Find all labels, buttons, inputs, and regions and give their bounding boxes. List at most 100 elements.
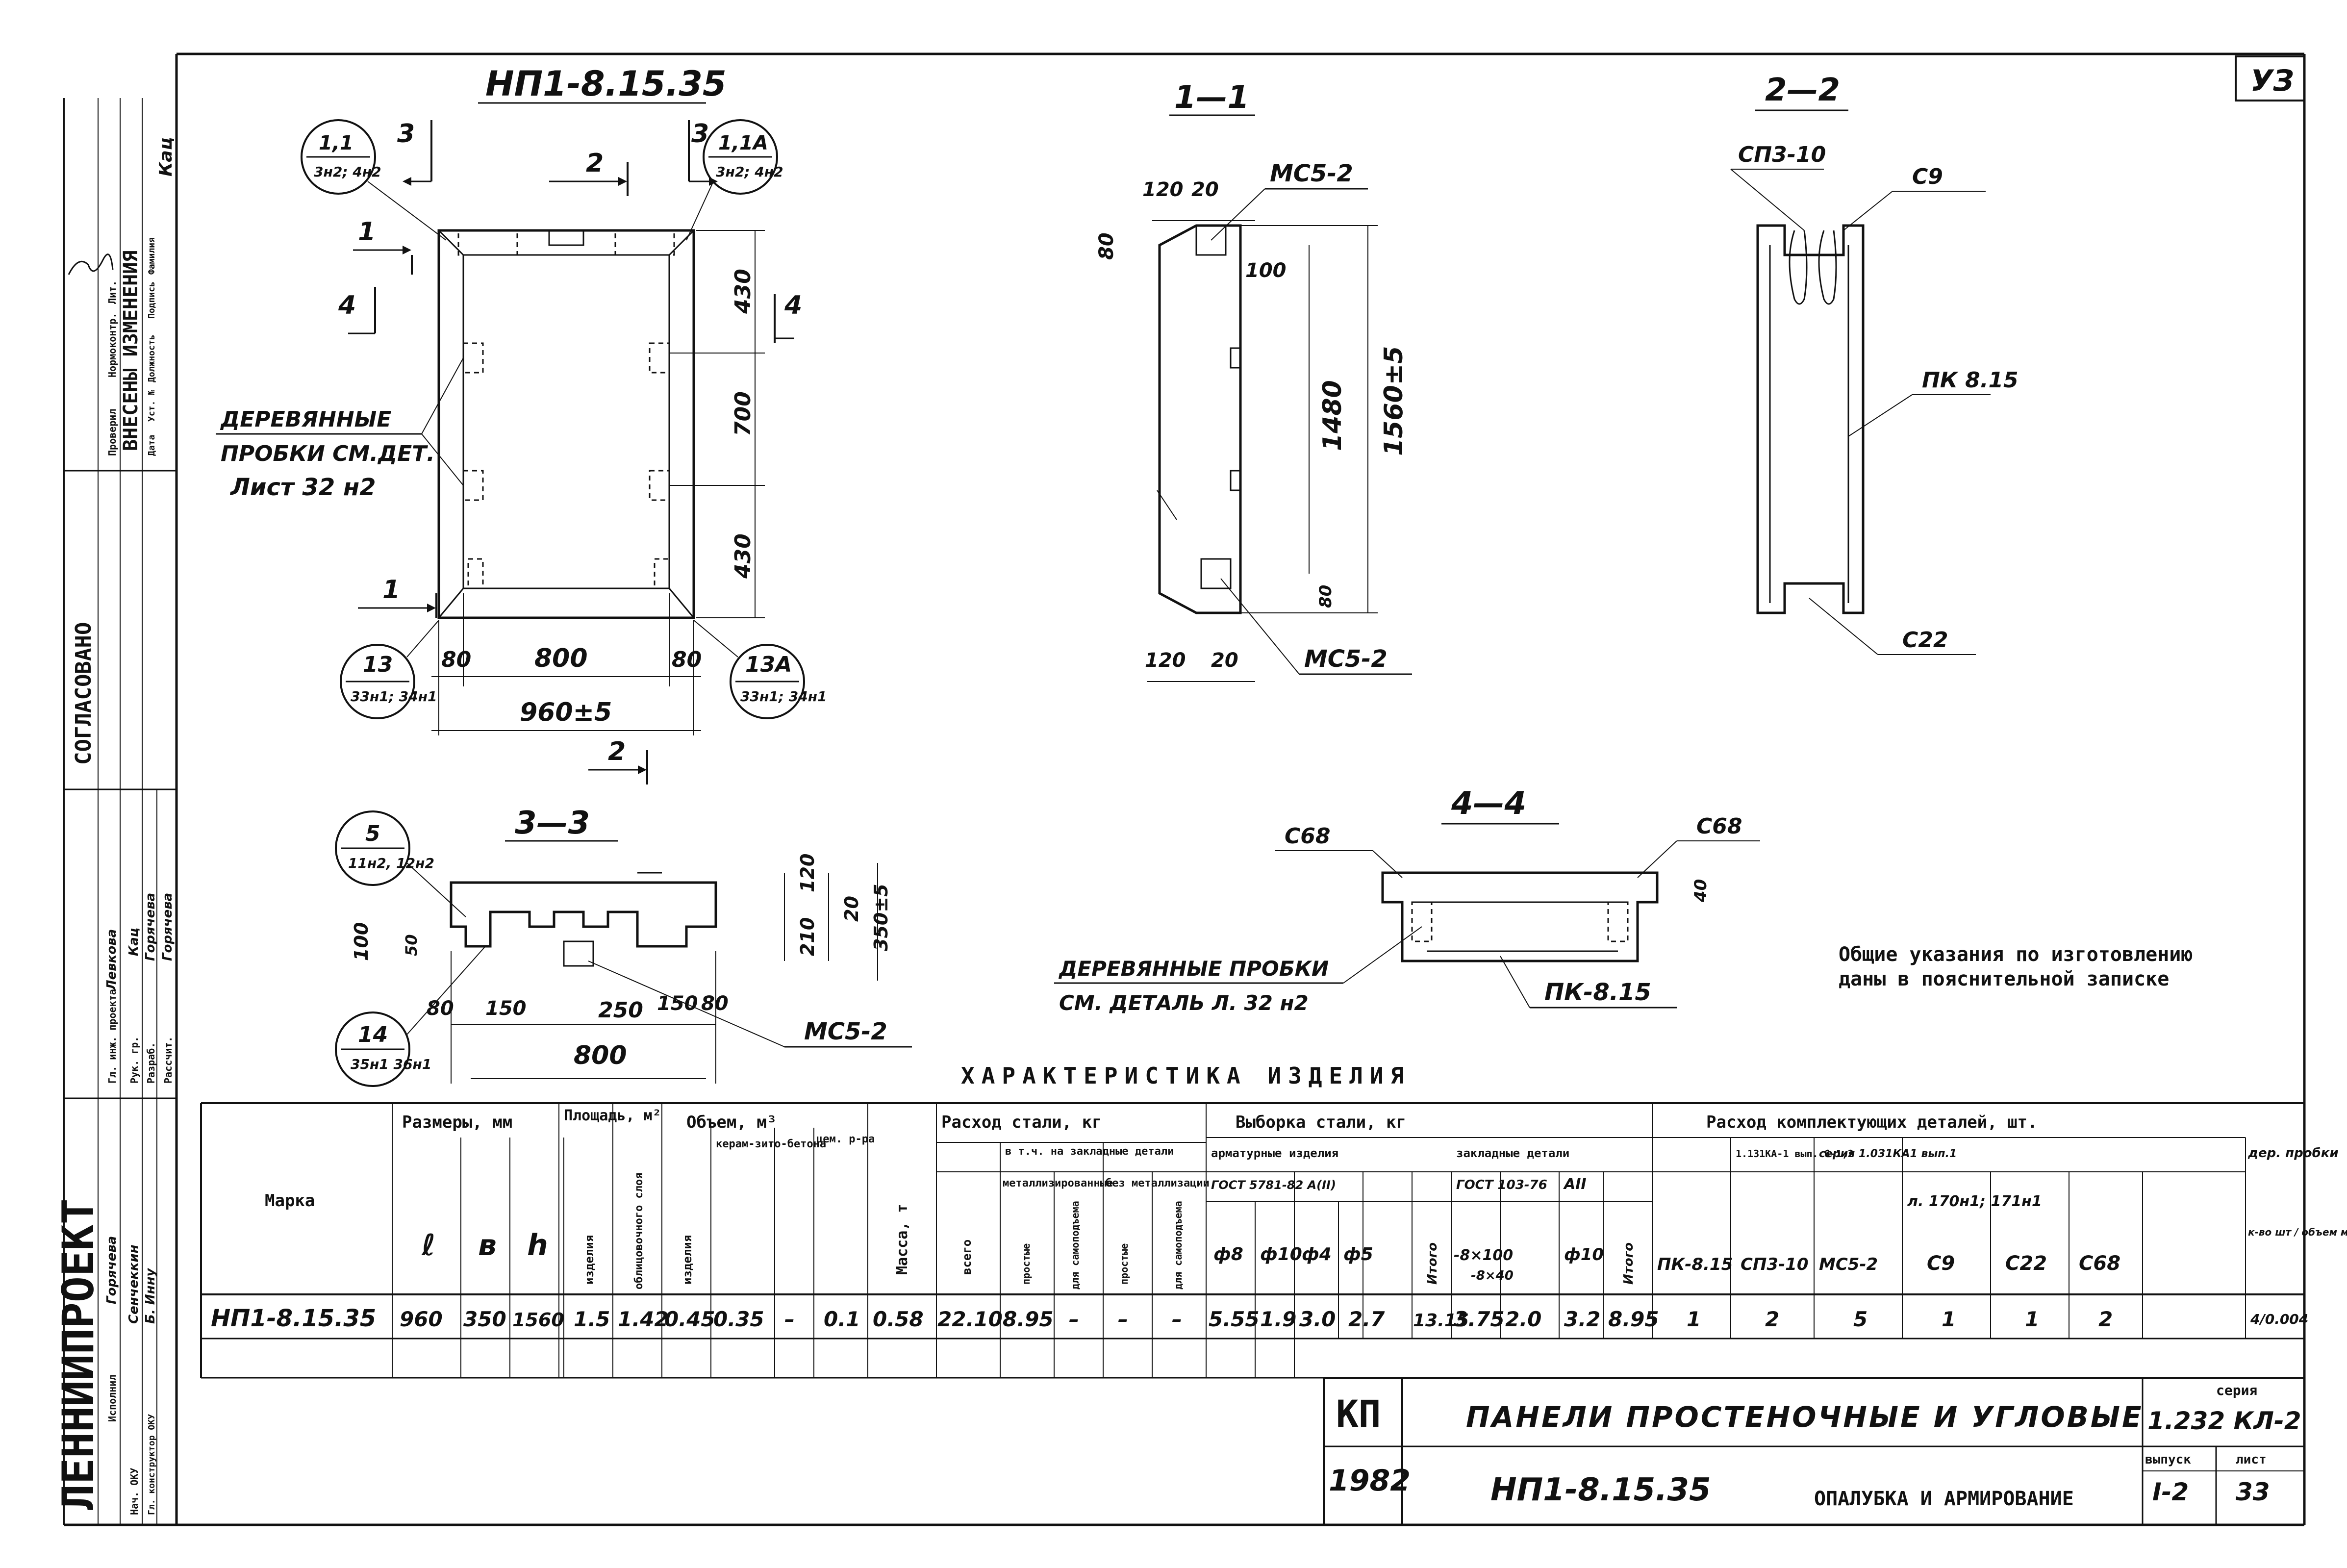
svg-text:арматурные изделия: арматурные изделия <box>1211 1146 1338 1160</box>
svg-text:ф8: ф8 <box>1213 1244 1243 1265</box>
svg-text:40: 40 <box>1691 879 1711 903</box>
svg-text:0.58: 0.58 <box>873 1307 924 1331</box>
wood-plugs-note: ДЕРЕВЯННЫЕ ПРОБКИ СМ.ДЕТ. Лист 32 н2 <box>216 357 464 501</box>
name-5: Сенчеккин <box>126 1244 141 1324</box>
issue: I-2 <box>2152 1478 2189 1506</box>
section-2-2: 2—2 СП3-10 С9 ПК 8.15 С22 <box>1730 72 2019 655</box>
role-0: Гл. инж. проекта <box>106 989 118 1084</box>
rev-label-0: Проверил <box>106 409 118 456</box>
svg-text:1.42: 1.42 <box>618 1307 669 1331</box>
svg-text:Расход стали, кг: Расход стали, кг <box>941 1113 1102 1132</box>
svg-text:1: 1 <box>382 575 400 605</box>
svg-text:1.9: 1.9 <box>1260 1307 1296 1331</box>
title-block: КП 1982 ПАНЕЛИ ПРОСТЕНОЧНЫЕ И УГЛОВЫЕ НП… <box>1323 1377 2304 1525</box>
svg-text:800: 800 <box>534 644 588 673</box>
svg-text:80: 80 <box>441 647 471 672</box>
sheet-label: лист <box>2236 1452 2267 1467</box>
svg-text:800: 800 <box>574 1041 627 1070</box>
svg-text:к-во шт / объем м³: к-во шт / объем м³ <box>2248 1226 2347 1238</box>
svg-text:в т.ч. на закладные детали: в т.ч. на закладные детали <box>1005 1145 1174 1158</box>
svg-text:ф10: ф10 <box>1260 1244 1302 1265</box>
svg-text:керам-зито-бетона: керам-зито-бетона <box>716 1138 826 1150</box>
svg-text:ГОСТ 5781-82 А(II): ГОСТ 5781-82 А(II) <box>1211 1178 1336 1192</box>
svg-text:изделия: изделия <box>681 1235 694 1285</box>
svg-text:3н2; 4н2: 3н2; 4н2 <box>716 164 783 180</box>
svg-text:Объем, м³: Объем, м³ <box>686 1113 777 1132</box>
svg-text:С68: С68 <box>1285 824 1331 849</box>
svg-text:3.0: 3.0 <box>1299 1307 1336 1331</box>
svg-text:МС5-2: МС5-2 <box>1304 645 1388 673</box>
section-markers: 3 3 2 1 4 4 1 2 <box>338 119 802 784</box>
main-view: НП1-8.15.35 430 700 430 <box>216 64 827 784</box>
svg-text:облицовочного слоя: облицовочного слоя <box>633 1173 645 1290</box>
svg-text:Итого: Итого <box>1621 1242 1636 1285</box>
rev-label-1: Нормоконтр. <box>106 313 118 378</box>
svg-text:закладные детали: закладные детали <box>1456 1146 1569 1160</box>
svg-text:33н1; 34н1: 33н1; 34н1 <box>740 688 827 705</box>
name-0: Левкова <box>104 929 119 991</box>
svg-text:2.7: 2.7 <box>1348 1307 1385 1331</box>
svg-text:С22: С22 <box>2005 1252 2047 1275</box>
svg-text:0.1: 0.1 <box>824 1307 860 1331</box>
svg-text:960: 960 <box>400 1307 443 1331</box>
rev-label-7: Фамилия <box>147 237 157 275</box>
panel-opening <box>462 254 670 589</box>
section-3-3: 3—3 80 150 250 150 80 800 100 50 120 210… <box>335 805 912 1087</box>
role-3: Рассчит. <box>162 1037 174 1084</box>
svg-text:80: 80 <box>1316 585 1336 608</box>
svg-text:для самоподъема: для самоподъема <box>1069 1201 1081 1290</box>
svg-text:150: 150 <box>657 992 698 1015</box>
svg-text:3.75: 3.75 <box>1454 1307 1505 1331</box>
svg-text:5: 5 <box>1853 1307 1868 1331</box>
svg-text:серия 1.031КА1 вып.1: серия 1.031КА1 вып.1 <box>1819 1148 1957 1160</box>
svg-text:700: 700 <box>731 391 756 436</box>
rev-label-2: Лит. <box>106 280 118 304</box>
svg-text:150: 150 <box>485 997 527 1020</box>
svg-text:33н1; 34н1: 33н1; 34н1 <box>351 688 437 705</box>
svg-text:1: 1 <box>1942 1307 1956 1331</box>
svg-text:–: – <box>784 1307 795 1331</box>
sheet-number: 33 <box>2236 1478 2270 1506</box>
side-stamp: ЛЕННИИПРОЕКТ СОГЛАСОВАНО ВНЕСЕНЫ ИЗМЕНЕН… <box>53 98 177 1525</box>
svg-text:С68: С68 <box>1696 814 1742 839</box>
svg-text:20: 20 <box>841 896 862 922</box>
svg-text:–: – <box>1172 1307 1182 1331</box>
series: 1.232 КЛ-2 <box>2147 1407 2301 1435</box>
rev-label-6: Подпись <box>147 281 157 319</box>
svg-text:в: в <box>478 1228 497 1263</box>
svg-text:3: 3 <box>397 119 415 149</box>
rev-label-5: Должность <box>147 334 157 382</box>
svg-text:металлизированные: металлизированные <box>1003 1177 1113 1189</box>
svg-text:СП3-10: СП3-10 <box>1738 142 1826 167</box>
svg-text:МС5-2: МС5-2 <box>1270 160 1353 187</box>
role-2: Разраб. <box>145 1042 157 1084</box>
main-view-title: НП1-8.15.35 <box>485 64 727 104</box>
svg-text:для самоподъема: для самоподъема <box>1172 1201 1184 1290</box>
signature <box>68 253 114 275</box>
svg-text:АII: АII <box>1563 1176 1587 1193</box>
rev-name: Кац <box>156 137 176 177</box>
doc-desc: ОПАЛУБКА И АРМИРОВАНИЕ <box>1814 1488 2074 1510</box>
svg-text:даны в пояснительной записке: даны в пояснительной записке <box>1839 968 2169 990</box>
svg-text:430: 430 <box>731 533 756 579</box>
svg-text:Выборка стали, кг: Выборка стали, кг <box>1236 1113 1406 1132</box>
role-6: Гл. конструктор ОКУ <box>147 1414 157 1515</box>
svg-text:8.95: 8.95 <box>1003 1307 1054 1331</box>
svg-text:С22: С22 <box>1902 628 1948 653</box>
svg-text:Марка: Марка <box>265 1191 315 1211</box>
svg-text:3—3: 3—3 <box>515 805 590 841</box>
svg-text:Масса, т: Масса, т <box>894 1204 911 1275</box>
svg-text:1560±5: 1560±5 <box>1379 346 1409 456</box>
svg-text:350: 350 <box>463 1307 506 1331</box>
table-row: НП1-8.15.35 960 350 1560 1.5 1.42 0.45 0… <box>211 1305 2308 1332</box>
svg-text:С68: С68 <box>2079 1252 2120 1275</box>
section-4-4: 4—4 С68 С68 40 ПК-8.15 ДЕРЕВЯННЫЕ ПРОБКИ… <box>1054 785 1760 1015</box>
callout-1-1: 1,1 3н2; 4н2 <box>301 119 447 241</box>
svg-text:2: 2 <box>586 149 604 178</box>
svg-text:13А: 13А <box>745 652 792 677</box>
svg-text:1: 1 <box>358 217 376 247</box>
svg-text:1.131КА-1 вып. 6-1,2: 1.131КА-1 вып. 6-1,2 <box>1736 1148 1854 1160</box>
svg-text:2: 2 <box>2098 1307 2113 1331</box>
svg-text:50: 50 <box>402 934 421 956</box>
sheet-frame <box>63 52 2306 1526</box>
